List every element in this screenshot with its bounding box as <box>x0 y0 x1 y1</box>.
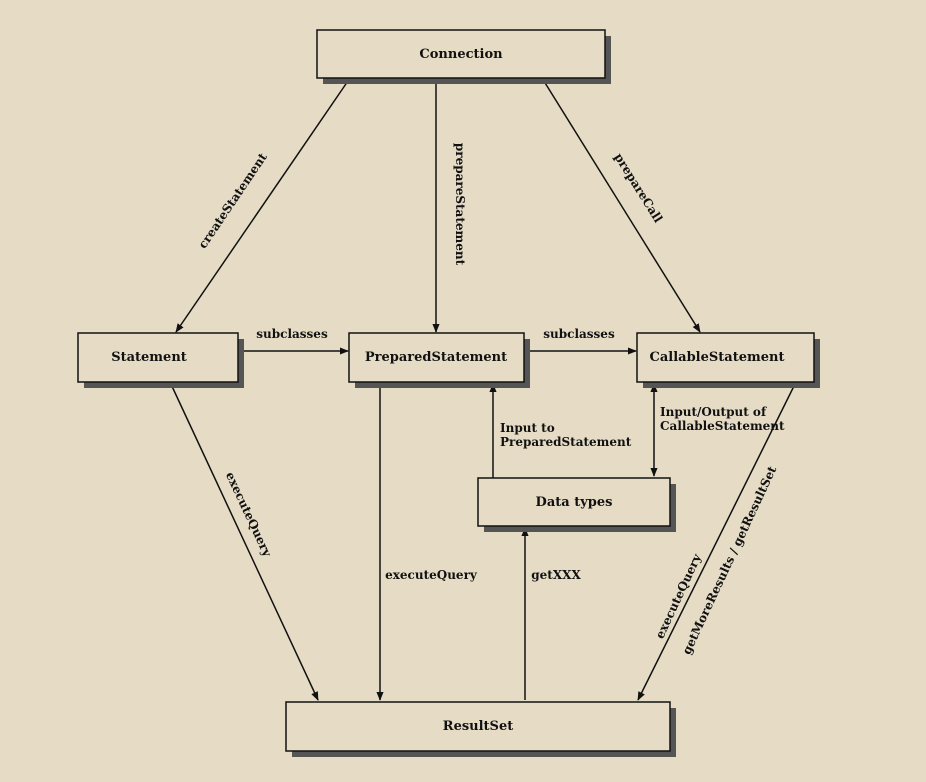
label-subclasses-2: subclasses <box>543 327 615 341</box>
node-box <box>316 29 606 79</box>
node-box <box>348 332 525 383</box>
node-box <box>285 701 671 752</box>
node-label-callable-statement: CallableStatement <box>650 350 785 365</box>
node-label-connection: Connection <box>419 47 503 62</box>
label-prepared-execute-query: executeQuery <box>385 568 478 582</box>
node-label-data-types: Data types <box>536 495 613 510</box>
node-callable-statement: CallableStatement <box>636 332 820 388</box>
node-prepared-statement: PreparedStatement <box>348 332 530 388</box>
node-label-prepared-statement: PreparedStatement <box>365 350 507 365</box>
node-statement: Statement <box>77 332 244 388</box>
node-box <box>477 477 671 527</box>
node-label-result-set: ResultSet <box>443 719 513 734</box>
node-label-statement: Statement <box>111 350 187 365</box>
edge-create-statement <box>175 77 351 333</box>
edge-statement-execute-query <box>169 381 319 701</box>
edge-callable-execute-query <box>637 381 797 701</box>
label-create-statement: createStatement <box>196 150 270 251</box>
label-input-to-prepared-2: PreparedStatement <box>500 435 632 449</box>
label-get-xxx: getXXX <box>531 568 581 582</box>
edge-prepare-call <box>541 77 701 333</box>
label-prepare-statement: prepareStatement <box>453 143 467 266</box>
label-input-output-callable-1: Input/Output of <box>660 405 767 419</box>
node-box <box>636 332 815 383</box>
node-data-types: Data types <box>477 477 676 532</box>
node-box <box>77 332 239 383</box>
label-subclasses-1: subclasses <box>256 327 328 341</box>
label-statement-execute-query: executeQuery <box>223 470 275 560</box>
label-input-to-prepared-1: Input to <box>500 421 555 435</box>
label-prepare-call: prepareCall <box>612 151 666 226</box>
node-result-set: ResultSet <box>285 701 676 757</box>
label-input-output-callable-2: CallableStatement <box>660 419 785 433</box>
node-connection: Connection <box>316 29 611 84</box>
